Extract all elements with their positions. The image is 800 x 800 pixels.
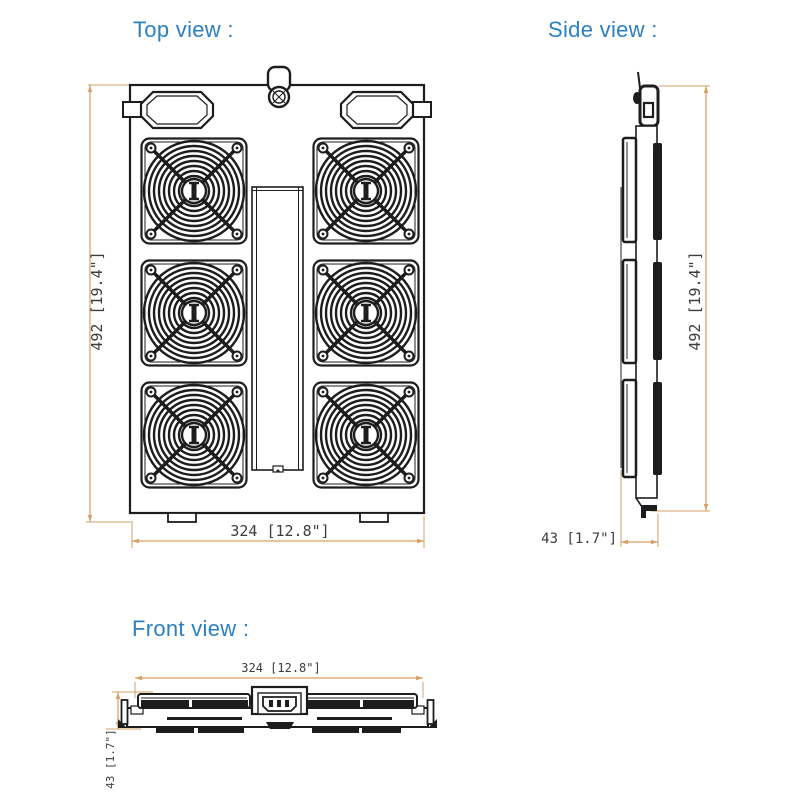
bottom-foot — [641, 505, 657, 511]
fan-grille — [142, 261, 247, 366]
fan-edge-bars-right — [653, 143, 662, 475]
side-view-depth-dim-label: 43 [1.7"] — [541, 531, 617, 547]
front-view-drawing — [106, 675, 437, 733]
fan-edge-bars-left — [621, 136, 638, 479]
bottom-fan-segments — [156, 727, 401, 733]
power-inlet — [250, 685, 309, 729]
fan-grille — [314, 139, 419, 244]
end-flange-right — [426, 699, 437, 728]
side-view-height-dim-label: 492 [19.4"] — [686, 251, 704, 351]
fan-housing-right — [304, 693, 418, 709]
thumbscrew-bracket — [266, 65, 292, 109]
handle-cutout-left — [122, 90, 215, 130]
fan-grille — [314, 261, 419, 366]
mounting-foot-left — [167, 512, 197, 523]
front-view-height-dim-label: 43 [1.7"] — [104, 729, 117, 789]
front-view-width-dim-label: 324 [12.8"] — [241, 661, 321, 675]
top-view-width-dim-label: 324 [12.8"] — [230, 522, 330, 540]
handle-cutout-right — [339, 90, 432, 130]
fan-grille — [314, 383, 419, 488]
side-view-dimension-lines — [620, 85, 710, 547]
side-view-drawing — [620, 71, 710, 547]
side-view-title: Side view : — [548, 17, 658, 42]
front-view-title: Front view : — [132, 616, 250, 641]
fan-grille — [142, 383, 247, 488]
fan-housing-left — [137, 693, 251, 709]
center-channel — [251, 186, 304, 473]
side-profile — [620, 71, 662, 518]
fan-grille — [142, 139, 247, 244]
front-view-body — [118, 685, 437, 733]
top-view-title: Top view : — [133, 17, 234, 42]
top-view-dimension-lines — [86, 84, 425, 548]
top-view-drawing — [86, 65, 432, 548]
mounting-foot-right — [359, 512, 389, 523]
end-flange-left — [118, 699, 129, 728]
top-view-height-dim-label: 492 [19.4"] — [88, 251, 106, 351]
